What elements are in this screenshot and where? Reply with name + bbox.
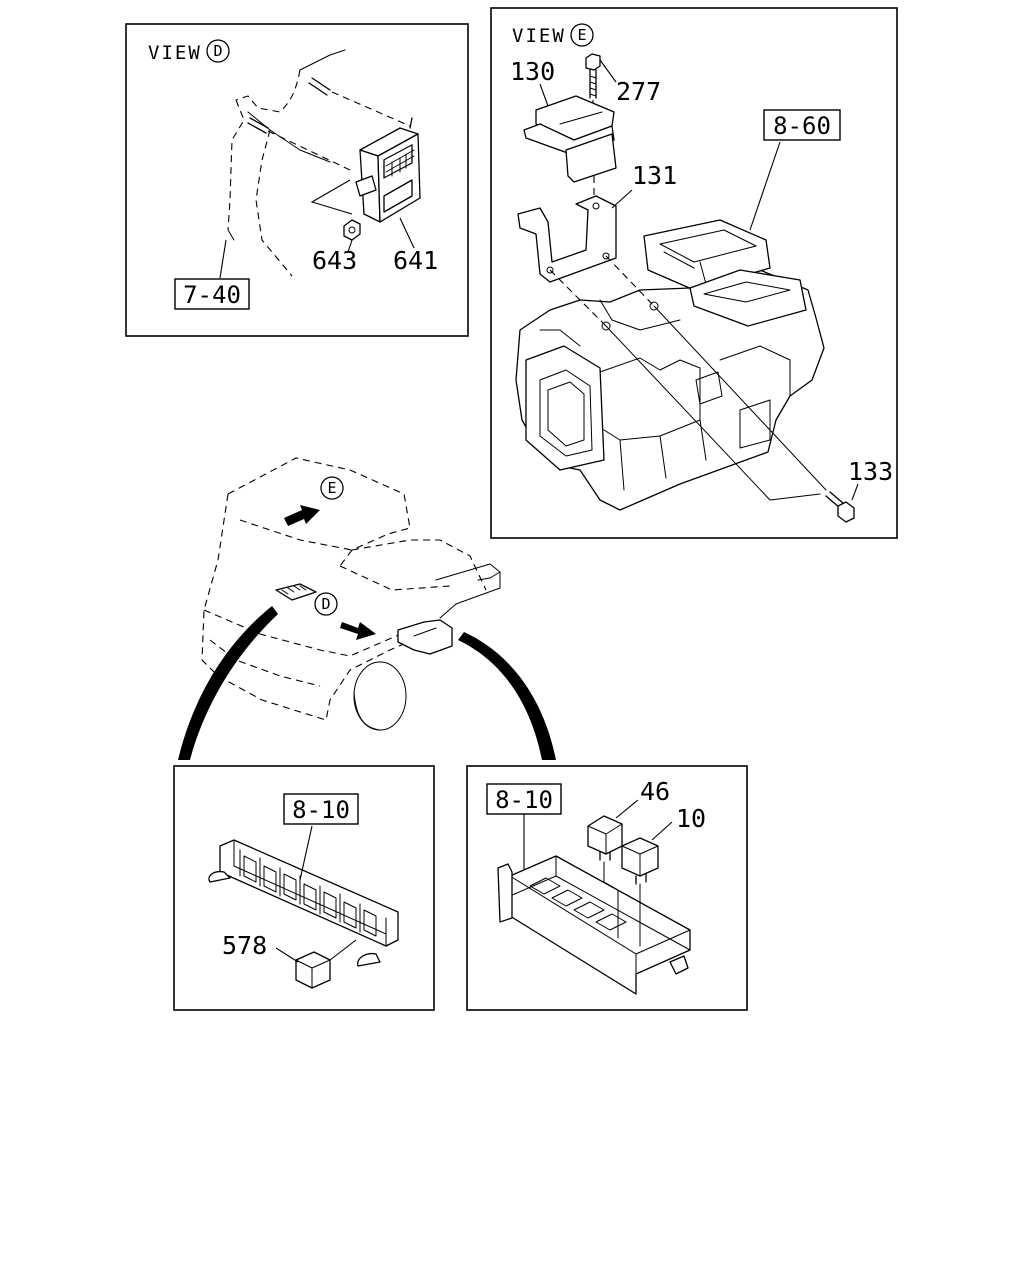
relay-block-right-panel: 8-10 46 10: [466, 765, 748, 1011]
arrow-d-icon: [340, 622, 376, 640]
view-d-circle: [206, 39, 230, 63]
part-10-label: 10: [676, 804, 706, 833]
sensor-unit-130: [523, 83, 617, 198]
nut-643: [219, 179, 415, 279]
ref-8-60-label: 8-60: [773, 112, 831, 140]
part-133-label: 133: [848, 457, 893, 486]
part-130-label: 130: [510, 57, 555, 86]
part-641-label: 641: [393, 246, 438, 275]
view-e-circle: [570, 23, 594, 47]
arrow-e-icon: [284, 505, 320, 526]
vehicle-fuse-box: [397, 619, 453, 655]
hvac-unit: [515, 141, 827, 511]
control-module-641: [355, 117, 421, 223]
stud-bolts: [247, 77, 411, 171]
ref-box-7-40: [174, 278, 250, 310]
marker-d-letter: D: [321, 595, 330, 613]
marker-d-circle: [314, 592, 338, 616]
vehicle-relay-block: [275, 583, 317, 601]
ref-7-40-label: 7-40: [183, 281, 241, 309]
marker-e-letter: E: [327, 479, 336, 497]
part-643-label: 643: [312, 246, 357, 275]
ref-8-10-left-label: 8-10: [292, 796, 350, 824]
view-e-label: VIEW: [512, 25, 566, 47]
relay-46: [587, 799, 639, 939]
view-e-panel: VIEW E 130 277 131 133 8-60: [490, 7, 898, 539]
ref-box-8-10-right: [486, 783, 562, 815]
relay-rail-drawing: [208, 825, 399, 967]
view-e-letter: E: [577, 26, 586, 44]
marker-e-circle: [320, 476, 344, 500]
bolt-133: [825, 483, 859, 523]
ref-8-10-right-label: 8-10: [495, 786, 553, 814]
vehicle-illustration: E D: [178, 457, 556, 760]
part-131-label: 131: [632, 161, 677, 190]
ref-box-8-10-left: [283, 793, 359, 825]
relay-block-left-panel: 8-10 578: [173, 765, 435, 1011]
relay-box-drawing: [497, 814, 691, 995]
part-277-label: 277: [616, 77, 661, 106]
view-d-letter: D: [213, 42, 222, 60]
body-panel-drawing: [227, 49, 346, 277]
view-d-panel: VIEW D: [125, 23, 469, 337]
bracket-131: [517, 189, 633, 283]
relay-578: [275, 939, 357, 989]
part-578-label: 578: [222, 931, 267, 960]
callout-left-curve: [178, 606, 278, 760]
part-46-label: 46: [640, 777, 670, 806]
callout-right-curve: [458, 632, 556, 760]
view-d-label: VIEW: [148, 42, 202, 64]
ref-box-8-60: [763, 109, 841, 141]
relay-10: [621, 821, 673, 947]
